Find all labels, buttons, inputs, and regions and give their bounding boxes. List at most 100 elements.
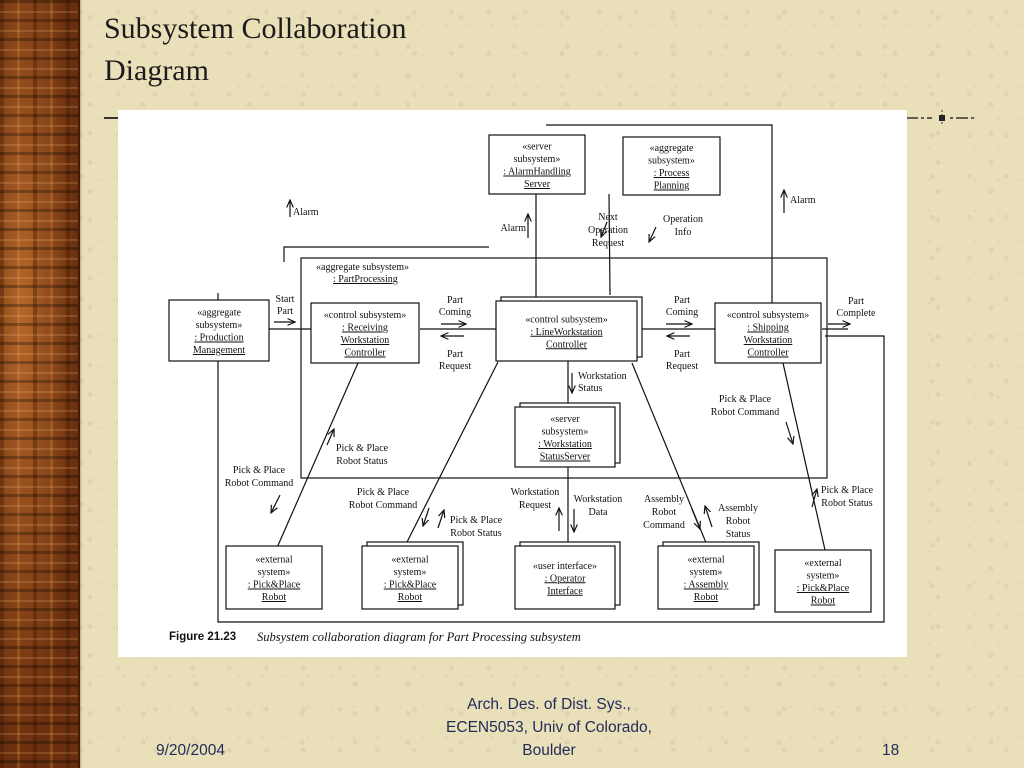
box-status_server-stereotype-2: subsystem»: [542, 427, 589, 438]
box-robot2-name-3: : Pick&Place: [384, 580, 437, 591]
box-line_ws-frame: [495, 300, 638, 362]
decorative-wood-border: [0, 0, 80, 768]
line-receiving-robot1: [275, 362, 359, 551]
footer-course: Arch. Des. of Dist. Sys., ECEN5053, Univ…: [404, 693, 694, 762]
box-status_server-name-4: StatusServer: [540, 452, 591, 463]
msg-next-op-line-3: Request: [592, 238, 624, 249]
arrow-asm-cmd: [691, 508, 700, 529]
box-process_planning-name-4: Planning: [654, 181, 690, 192]
msg-pp-cmd-recv-line-2: Robot Command: [225, 478, 294, 489]
box-production_mgmt-name-4: Management: [193, 345, 245, 356]
msg-ws-status-line-1: Workstation: [578, 371, 627, 382]
figure-caption-text: Subsystem collaboration diagram for Part…: [257, 630, 581, 644]
box-alarm_server-name-4: Server: [524, 179, 551, 190]
box-shipping-name-3: Workstation: [744, 335, 793, 346]
msg-start-part-line-1: Start: [276, 294, 295, 305]
box-receiving-name-3: Workstation: [341, 335, 390, 346]
box-shipping-name-4: Controller: [747, 348, 789, 359]
slide-title: Subsystem Collaboration Diagram: [104, 8, 524, 92]
diagram-figure: «aggregate subsystem»: PartProcessing«se…: [118, 110, 907, 657]
arrow-pp-cmd-recv: [271, 494, 281, 513]
box-assembly_robot-stereotype-2: system»: [690, 567, 723, 578]
arrow-asm-status: [705, 506, 713, 528]
box-shipping-name-2: : Shipping: [747, 323, 788, 334]
line-process-planning: [608, 193, 611, 296]
footer-course-line-2: ECEN5053, Univ of Colorado,: [446, 719, 652, 736]
box-alarm_server-stereotype-2: subsystem»: [514, 154, 561, 165]
box-robot4-stereotype-1: «external: [804, 558, 841, 569]
slide-title-line-1: Subsystem Collaboration: [104, 12, 407, 45]
msg-part-request-1-line-1: Part: [447, 349, 463, 360]
msg-op-info-line-2: Info: [675, 227, 692, 238]
msg-part-coming-2-line-2: Coming: [666, 307, 698, 318]
line-bottom-loop: [217, 293, 885, 623]
msg-op-info-line-1: Operation: [663, 214, 703, 225]
box-assembly_robot-frame: [657, 545, 755, 610]
msg-pp-cmd-line-line-1: Pick & Place: [357, 487, 410, 498]
msg-ws-status-line-2: Status: [578, 383, 603, 394]
arrow-pp-cmd-line: [423, 507, 430, 526]
msg-pp-status-recv-line-1: Pick & Place: [336, 443, 389, 454]
arrow-pp-status-ship: [812, 489, 817, 508]
box-alarm_server-frame: [488, 134, 586, 195]
box-status_server-name-3: : Workstation: [538, 439, 592, 450]
msg-part-complete-line-1: Part: [848, 296, 864, 307]
box-operator_ui-stereotype-1: «user interface»: [533, 561, 597, 572]
msg-part-coming-1-line-2: Coming: [439, 307, 471, 318]
footer-course-line-3: Boulder: [522, 742, 576, 759]
figure-caption-label: Figure 21.23: [169, 631, 236, 643]
box-operator_ui-name-2: : Operator: [545, 573, 586, 584]
box-robot2-stereotype-1: «external: [391, 555, 428, 566]
msg-asm-status-line-1: Assembly: [718, 503, 758, 514]
box-production_mgmt-frame: [168, 299, 270, 362]
box-assembly_robot-stereotype-1: «external: [687, 555, 724, 566]
msg-asm-cmd-line-2: Robot: [652, 507, 677, 518]
footer-page-number: 18: [882, 742, 900, 759]
msg-start-part-line-2: Part: [277, 306, 293, 317]
aggregate-package-stereotype: «aggregate subsystem»: [316, 262, 409, 273]
box-status_server-frame: [514, 406, 616, 468]
line-shipping-robot4: [782, 362, 826, 551]
box-line_ws-stereotype-1: «control subsystem»: [525, 314, 608, 325]
aggregate-package-name: : PartProcessing: [333, 274, 398, 285]
msg-pp-cmd-recv-line-1: Pick & Place: [233, 465, 286, 476]
border-shadow: [78, 0, 82, 768]
msg-next-op-line-2: Operation: [588, 225, 628, 236]
box-robot1-name-3: : Pick&Place: [248, 580, 301, 591]
box-process_planning-name-3: : Process: [654, 168, 690, 179]
msg-part-request-2-line-1: Part: [674, 349, 690, 360]
box-process_planning-stereotype-1: «aggregate: [650, 143, 694, 154]
box-alarm_server-name-3: : AlarmHandling: [503, 167, 571, 178]
msg-next-op-line-1: Next: [598, 212, 618, 223]
box-robot4-name-4: Robot: [811, 596, 836, 607]
arrow-pp-cmd-shipping: [785, 421, 793, 444]
box-receiving-stereotype-1: «control subsystem»: [324, 310, 407, 321]
msg-part-coming-2-line-1: Part: [674, 295, 690, 306]
line-line-robot2: [404, 361, 499, 547]
arrow-op-info: [649, 226, 657, 242]
box-robot1-frame: [225, 545, 323, 610]
msg-alarm-left: Alarm: [293, 207, 319, 218]
box-robot1-stereotype-1: «external: [255, 555, 292, 566]
box-production_mgmt-name-3: : Production: [194, 333, 243, 344]
box-robot2-name-4: Robot: [398, 592, 423, 603]
msg-pp-status-ship-line-1: Pick & Place: [821, 485, 874, 496]
msg-part-coming-1-line-1: Part: [447, 295, 463, 306]
msg-part-request-1-line-2: Request: [439, 361, 471, 372]
footer-date: 9/20/2004: [156, 742, 225, 759]
msg-ws-request-line-1: Workstation: [511, 487, 560, 498]
box-process_planning-frame: [622, 136, 721, 196]
msg-asm-status-line-2: Robot: [726, 516, 751, 527]
footer-course-line-1: Arch. Des. of Dist. Sys.,: [467, 696, 631, 713]
msg-part-request-2-line-2: Request: [666, 361, 698, 372]
box-line_ws: «control subsystem»: LineWorkstationCont…: [495, 296, 643, 362]
box-status_server-stereotype-1: «server: [550, 414, 580, 425]
box-alarm_server-stereotype-1: «server: [522, 142, 552, 153]
collaboration-diagram: «aggregate subsystem»: PartProcessing«se…: [168, 124, 885, 644]
box-robot1-name-4: Robot: [262, 592, 287, 603]
msg-asm-cmd-line-3: Command: [643, 520, 685, 531]
